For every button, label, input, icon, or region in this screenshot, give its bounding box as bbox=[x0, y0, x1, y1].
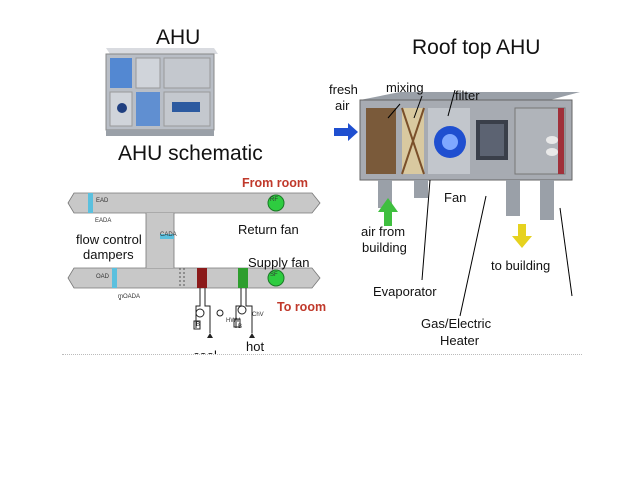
evaporator-label: Evaporator bbox=[373, 284, 437, 299]
flow-control-label-2: dampers bbox=[83, 247, 134, 262]
filter-label: filter bbox=[455, 88, 480, 103]
tag-b2: B bbox=[238, 324, 243, 330]
rooftop-ahu-illustration bbox=[334, 90, 580, 248]
tag-moada: mOADA bbox=[118, 294, 141, 300]
heater-label-2: Heater bbox=[440, 333, 480, 348]
tag-hwv: HWV bbox=[226, 318, 240, 324]
air-from-building-label-2: building bbox=[362, 240, 407, 255]
to-building-label: to building bbox=[491, 258, 551, 273]
supply-fan-label: Supply fan bbox=[248, 255, 310, 270]
ahu-schematic-title: AHU schematic bbox=[118, 142, 263, 165]
cool-label: cool bbox=[193, 348, 217, 358]
tag-b1: B bbox=[196, 322, 201, 328]
tag-chv: ChV bbox=[252, 312, 264, 318]
mixing-label: mixing bbox=[386, 80, 424, 95]
heater-label-1: Gas/Electric bbox=[421, 316, 492, 331]
to-room-label: To room bbox=[277, 300, 327, 314]
rooftop-pointer-lines bbox=[421, 180, 573, 317]
fan-label: Fan bbox=[444, 190, 467, 205]
tag-cada: CADA bbox=[160, 232, 177, 238]
from-room-label: From room bbox=[242, 176, 308, 190]
slide-cutoff-bar bbox=[62, 354, 582, 360]
tag-eada: EADA bbox=[95, 218, 112, 224]
tag-rf: RF bbox=[270, 197, 278, 203]
rooftop-ahu-title: Roof top AHU bbox=[412, 36, 541, 59]
hot-water-label-1: hot bbox=[246, 339, 265, 354]
tag-oad: OAD bbox=[96, 274, 110, 280]
air-from-building-label-1: air from bbox=[361, 224, 406, 239]
fresh-air-label-1: fresh bbox=[329, 82, 358, 97]
return-fan-label: Return fan bbox=[238, 222, 299, 237]
tag-ead: EAD bbox=[96, 198, 109, 204]
ahu-schematic-diagram bbox=[67, 192, 321, 338]
fresh-air-label-2: air bbox=[335, 98, 350, 113]
tag-sf: SF bbox=[270, 272, 278, 278]
flow-control-label-1: flow control bbox=[76, 232, 142, 247]
ahu-title: AHU bbox=[156, 26, 201, 49]
ahu-unit-illustration bbox=[105, 48, 218, 136]
